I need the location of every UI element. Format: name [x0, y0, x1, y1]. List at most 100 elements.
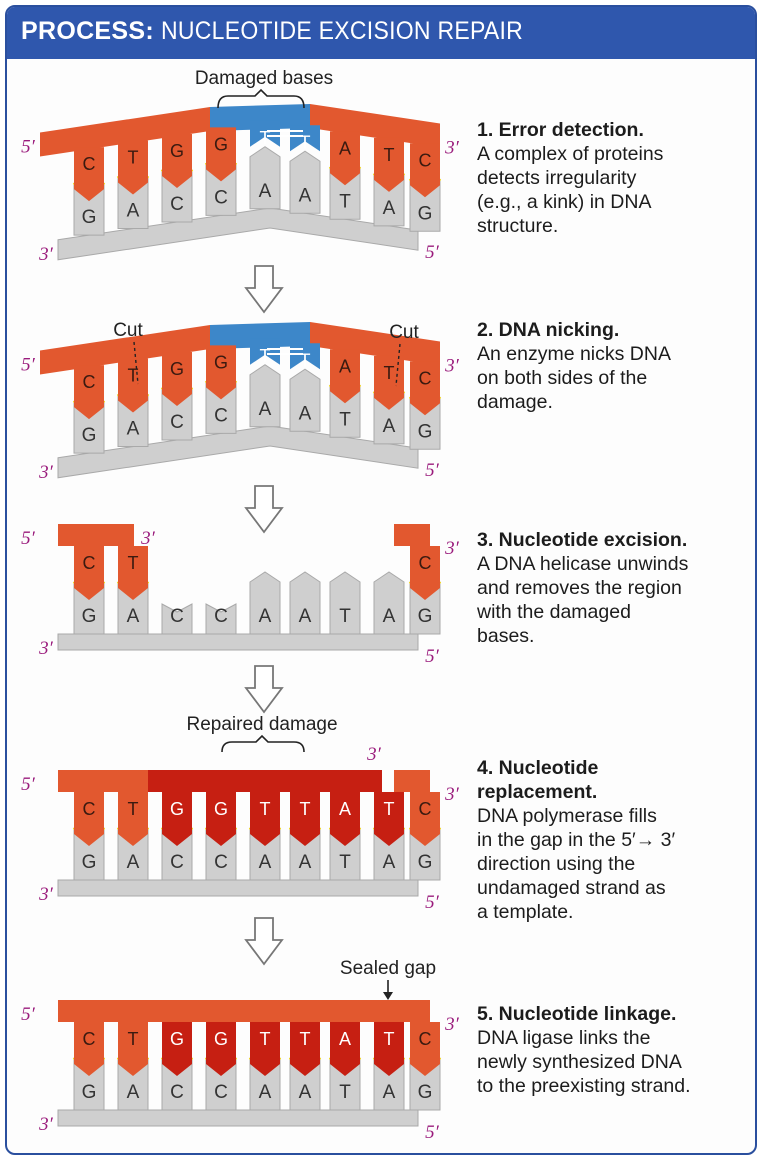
template-base-letter: A — [259, 181, 272, 202]
strand-base-T — [250, 792, 280, 846]
template-base-letter: C — [170, 412, 184, 433]
template-base-letter: C — [214, 606, 228, 627]
strand-base-T — [290, 1022, 320, 1076]
step-3-title: 3. Nucleotide excision. — [477, 529, 688, 551]
step-2-text: An enzyme nicks DNA on both sides of the… — [477, 343, 671, 413]
template-base-letter: A — [383, 416, 396, 437]
strand-backbone — [310, 104, 440, 148]
down-arrow-icon — [244, 485, 284, 534]
strand-base-letter: T — [128, 148, 139, 168]
step-5: 5. Nucleotide linkage. DNA ligase links … — [477, 1002, 752, 1098]
strand-base-letter: T — [128, 1029, 139, 1049]
strand-base-letter: T — [384, 145, 395, 165]
template-base-letter: G — [82, 207, 97, 228]
step-1-title: 1. Error detection. — [477, 119, 644, 141]
top-3-prime-label: 3′ — [444, 138, 460, 159]
step-4-text: DNA polymerase fills in the gap in the 5… — [477, 805, 676, 923]
strand-base-G — [206, 792, 236, 846]
strand-base-letter: T — [384, 799, 395, 819]
template-base-letter: A — [127, 606, 140, 627]
strand-base-T — [250, 1022, 280, 1076]
dna-panel-1 — [40, 104, 442, 261]
template-base-letter: A — [259, 1082, 272, 1103]
repaired-damage-label: Repaired damage — [186, 714, 337, 735]
top-5-prime-label: 5′ — [21, 528, 36, 549]
template-base-letter: A — [127, 1082, 140, 1103]
down-arrow-icon — [244, 665, 284, 714]
strand-base-T — [374, 792, 404, 846]
template-base-letter: G — [418, 203, 433, 224]
cut-marker-right — [395, 343, 401, 387]
bottom-3-prime-label: 3′ — [38, 884, 54, 905]
damaged-bases-label: Damaged bases — [195, 68, 333, 89]
strand-base-C — [74, 546, 104, 600]
template-base-letter: A — [127, 852, 140, 873]
bottom-3-prime-label: 3′ — [38, 1114, 54, 1135]
strand-base-letter: T — [300, 1029, 311, 1049]
strand-base-A — [330, 792, 360, 846]
strand-base-G — [162, 351, 192, 406]
step-4: 4. Nucleotide replacement. DNA polymeras… — [477, 756, 752, 924]
template-base-letter: G — [418, 1082, 433, 1103]
dna-panel-4 — [57, 770, 442, 897]
strand-backbone — [210, 322, 310, 349]
top-3-prime-label: 3′ — [444, 1014, 460, 1035]
template-base-letter: T — [339, 606, 351, 627]
damaged-base-T — [250, 338, 280, 365]
strand-base-C — [410, 361, 440, 416]
template-base-letter: G — [82, 852, 97, 873]
template-base-letter: T — [339, 191, 351, 212]
top-5-prime-label: 5′ — [21, 355, 36, 376]
strand-backbone-right — [394, 524, 430, 546]
strand-base-C — [410, 1022, 440, 1076]
strand-base-letter: T — [260, 799, 271, 819]
bottom-3-prime-label: 3′ — [38, 462, 54, 483]
dna-panel-5 — [57, 1000, 442, 1127]
template-base-letter: C — [214, 1082, 228, 1103]
strand-base-letter: A — [339, 799, 351, 819]
strand-base-C — [74, 365, 104, 420]
template-base-C — [161, 603, 193, 635]
step-5-title: 5. Nucleotide linkage. — [477, 1003, 677, 1025]
template-base-letter: A — [383, 198, 396, 219]
template-base-letter: G — [418, 421, 433, 442]
strand-base-letter: A — [339, 138, 351, 158]
strand-base-letter: C — [83, 553, 96, 573]
strand-base-G — [162, 792, 192, 846]
header-title: NUCLEOTIDE EXCISION REPAIR — [161, 17, 524, 45]
bottom-5-prime-label: 5′ — [425, 1122, 440, 1143]
bottom-5-prime-label: 5′ — [425, 646, 440, 667]
strand-backbone-preexisting — [58, 770, 148, 792]
top-5-prime-label: 5′ — [21, 1004, 36, 1025]
strand-base-letter: T — [260, 1029, 271, 1049]
template-base-letter: A — [299, 606, 312, 627]
strand-base-T — [118, 546, 148, 600]
strand-base-C — [74, 1022, 104, 1076]
damaged-base-letter: T — [260, 128, 271, 148]
strand-base-G — [162, 133, 192, 188]
strand-base-letter: T — [128, 799, 139, 819]
strand-backbone — [40, 107, 210, 157]
strand-backbone-right — [394, 770, 430, 792]
header-bar: PROCESS: NUCLEOTIDE EXCISION REPAIR — [7, 7, 755, 59]
template-base-letter: G — [82, 425, 97, 446]
template-base-letter: A — [383, 606, 396, 627]
damaged-base-letter: T — [260, 346, 271, 366]
template-base-letter: G — [418, 606, 433, 627]
strand-base-letter: G — [170, 1029, 184, 1049]
strand-base-letter: T — [128, 553, 139, 573]
strand-base-T — [118, 792, 148, 846]
bottom-3-prime-label: 3′ — [38, 638, 54, 659]
bottom-5-prime-label: 5′ — [425, 242, 440, 263]
template-base-A — [289, 150, 321, 214]
strand-base-G — [162, 1022, 192, 1076]
strand-base-letter: C — [419, 150, 432, 170]
strand-base-letter: C — [83, 799, 96, 819]
strand-backbone — [210, 104, 310, 131]
strand-base-letter: G — [214, 352, 228, 372]
template-base-letter: C — [214, 852, 228, 873]
template-base-letter: G — [418, 852, 433, 873]
strand-backbone-new-synthesis — [148, 770, 382, 792]
step-3: 3. Nucleotide excision. A DNA helicase u… — [477, 528, 752, 648]
strand-base-letter: G — [170, 799, 184, 819]
